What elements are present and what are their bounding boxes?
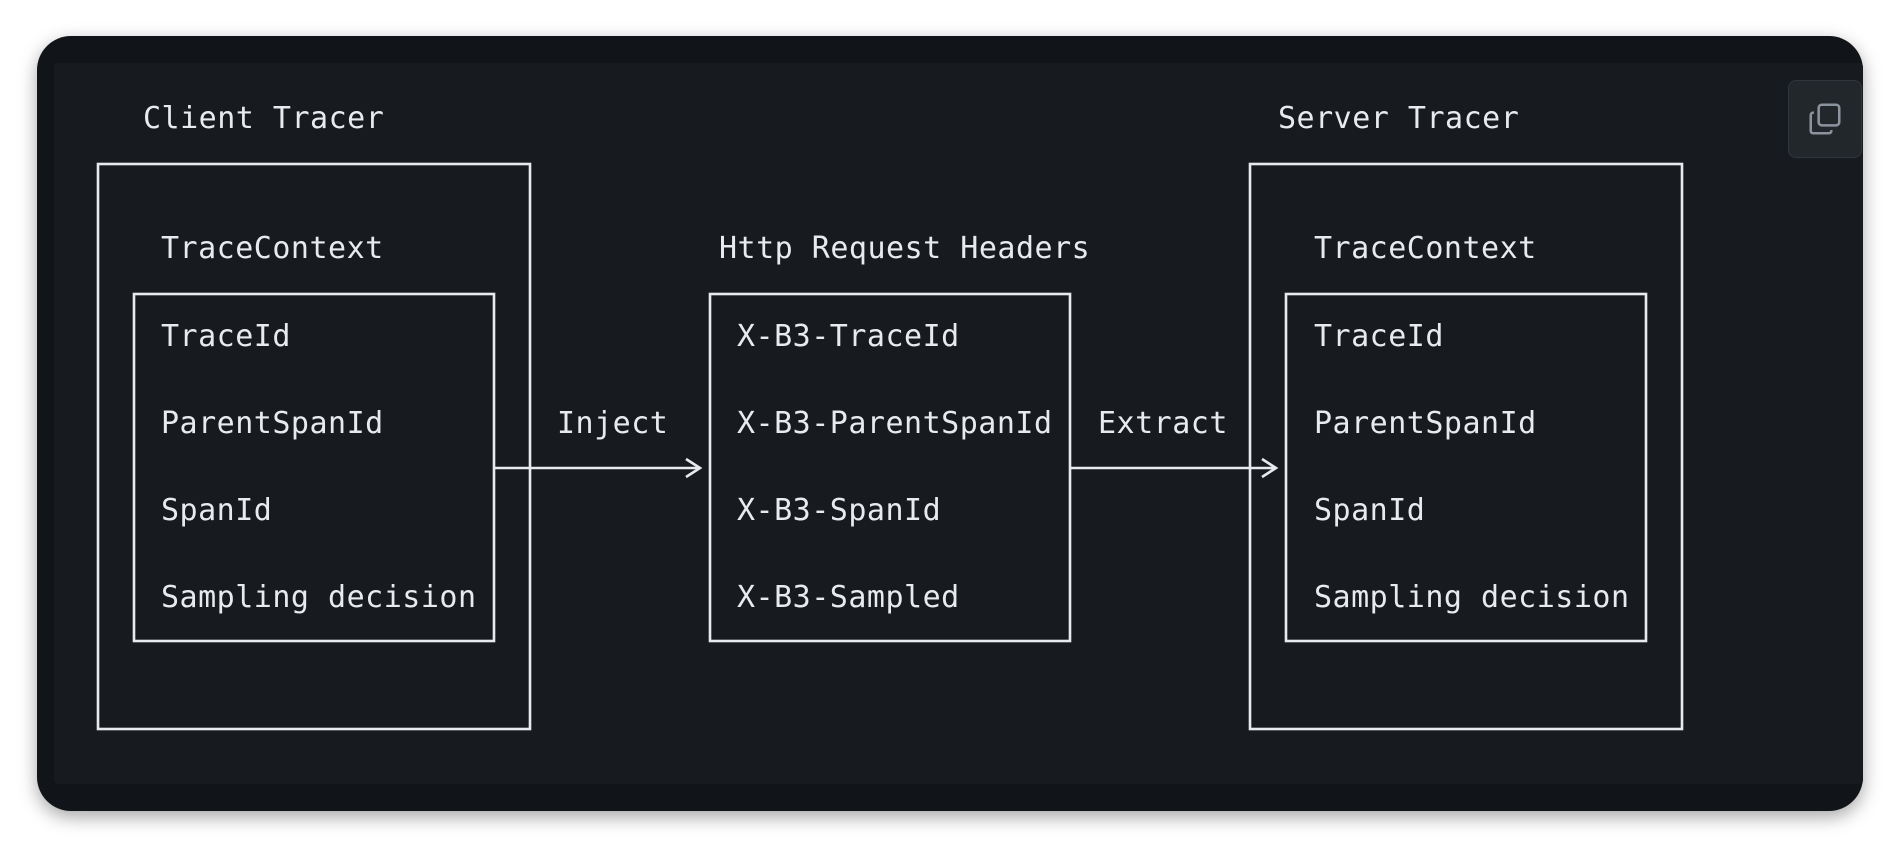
copy-button[interactable]: [1788, 80, 1862, 158]
inject-arrow: [494, 457, 703, 479]
header-field-sampled: X-B3-Sampled: [737, 580, 960, 615]
server-tracecontext-label: TraceContext: [1314, 231, 1537, 266]
server-tracer-title: Server Tracer: [1278, 101, 1519, 136]
headers-title: Http Request Headers: [719, 231, 1090, 266]
copy-icon: [1809, 103, 1841, 135]
header-field-spanid: X-B3-SpanId: [737, 493, 941, 528]
inject-label: Inject: [557, 406, 668, 441]
client-tracer-box: [96, 162, 532, 731]
client-tracecontext-label: TraceContext: [161, 231, 384, 266]
header-field-parentspanid: X-B3-ParentSpanId: [737, 406, 1053, 441]
extract-label: Extract: [1098, 406, 1228, 441]
server-field-traceid: TraceId: [1314, 319, 1444, 354]
header-field-traceid: X-B3-TraceId: [737, 319, 960, 354]
extract-arrow: [1070, 457, 1279, 479]
server-field-parentspanid: ParentSpanId: [1314, 406, 1537, 441]
server-tracer-box: [1248, 162, 1684, 731]
client-field-traceid: TraceId: [161, 319, 291, 354]
client-field-sampling: Sampling decision: [161, 580, 477, 615]
client-tracer-title: Client Tracer: [143, 101, 384, 136]
server-field-spanid: SpanId: [1314, 493, 1425, 528]
server-field-sampling: Sampling decision: [1314, 580, 1630, 615]
code-block-panel: [54, 63, 1863, 784]
server-tracecontext-box: [1284, 292, 1648, 643]
client-field-spanid: SpanId: [161, 493, 272, 528]
client-field-parentspanid: ParentSpanId: [161, 406, 384, 441]
